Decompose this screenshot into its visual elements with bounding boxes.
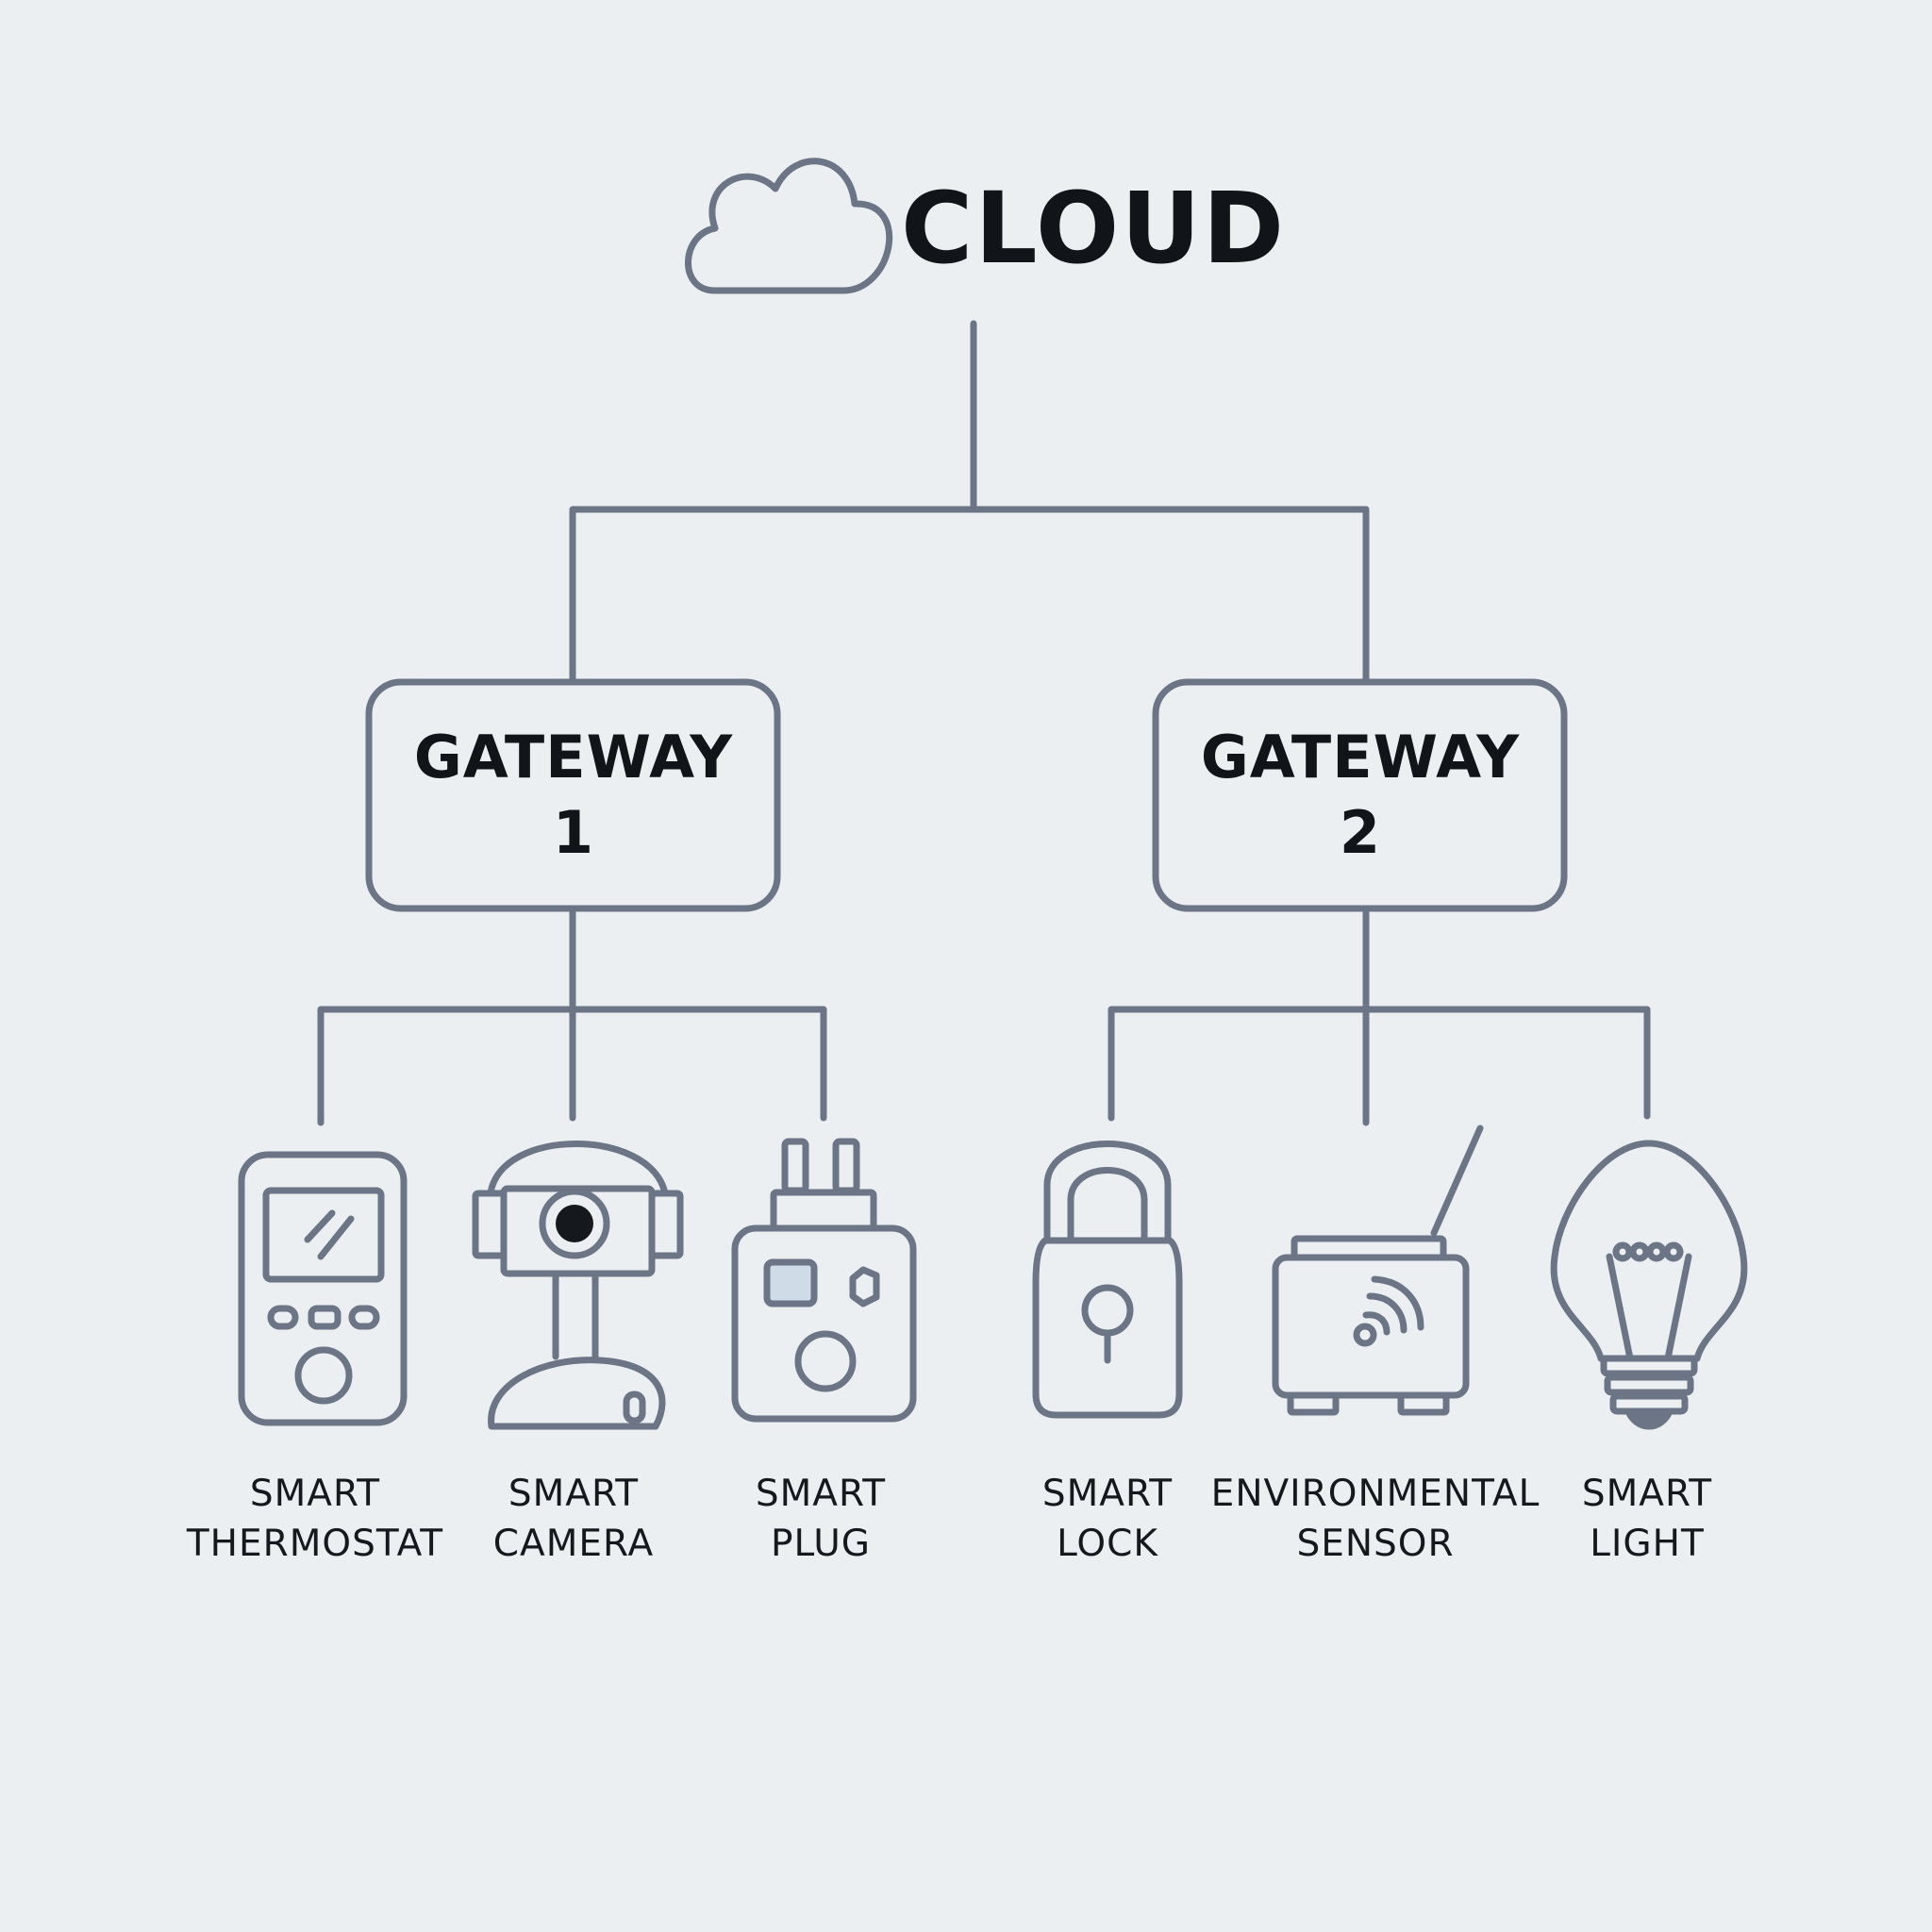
lock-icon [1032,1141,1183,1419]
device-label-line2: THERMOSTAT [186,1523,444,1565]
light-bulb-icon [1550,1140,1748,1430]
camera-icon [472,1141,684,1430]
device-label-line1: SMART [508,1473,640,1515]
device-label-light: SMART LIGHT [1477,1469,1817,1569]
gateway-1-label-line2: 1 [552,798,595,867]
gateway-1-label-line1: GATEWAY [413,723,734,791]
device-label-lock: SMART LOCK [938,1469,1277,1569]
device-label-line2: CAMERA [492,1523,655,1565]
gateway-1-connector [317,905,827,1126]
device-label-line1: SMART [1041,1473,1174,1515]
device-label-line2: LIGHT [1590,1523,1705,1565]
cloud-to-gateways-connector [569,320,1370,686]
cloud-label: CLOUD [901,171,1287,286]
gateway-2-label-line1: GATEWAY [1200,723,1521,791]
device-label-line2: SENSOR [1296,1523,1455,1565]
device-label-thermostat: SMART THERMOSTAT [145,1469,485,1569]
device-label-plug: SMART PLUG [651,1469,991,1569]
gateway-2-connector [1108,905,1651,1126]
device-label-line2: PLUG [770,1523,872,1565]
gateway-2-label: GATEWAY 2 [1156,720,1565,871]
plug-icon [731,1138,917,1423]
connector-lines [317,320,1651,1126]
device-label-line1: ENVIRONMENTAL [1210,1473,1541,1515]
device-label-line2: LOCK [1057,1523,1158,1565]
device-label-camera: SMART CAMERA [404,1469,743,1569]
cloud-icon [685,158,893,294]
thermostat-icon [238,1151,408,1426]
gateway-1-box [365,678,781,912]
gateway-1-label: GATEWAY 1 [369,720,778,871]
device-label-line1: SMART [1581,1473,1713,1515]
device-label-line1: SMART [755,1473,887,1515]
device-label-sensor: ENVIRONMENTAL SENSOR [1206,1469,1545,1569]
device-label-line1: SMART [249,1473,381,1515]
gateway-2-label-line2: 2 [1339,798,1382,867]
sensor-icon [1272,1124,1484,1416]
gateway-2-box [1152,678,1568,912]
